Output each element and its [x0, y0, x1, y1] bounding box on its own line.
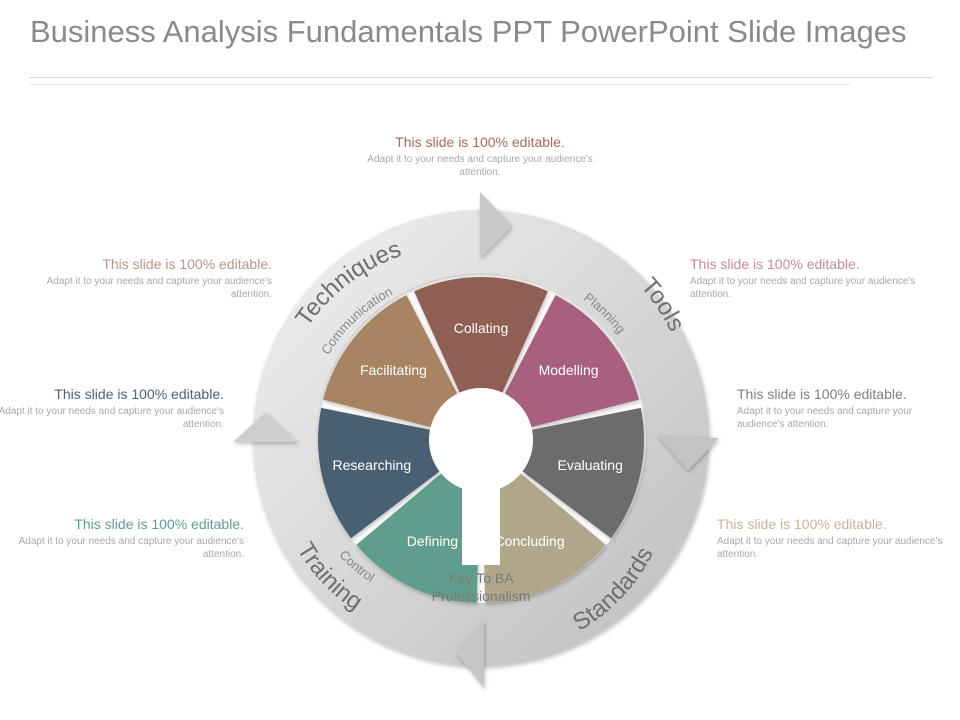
segment-label-modelling: Modelling [539, 362, 599, 378]
segment-label-defining: Defining [407, 533, 458, 549]
title-divider [30, 77, 932, 78]
callout-middle-left: This slide is 100% editable. Adapt it to… [0, 386, 224, 431]
segment-evaluating [522, 407, 644, 539]
slide-title: Business Analysis Fundamentals PPT Power… [30, 14, 907, 49]
process-ring [233, 192, 719, 688]
arrow-head-right [657, 435, 719, 470]
callout-lower-right-body: Adapt it to your needs and capture your … [717, 536, 943, 560]
arrow-head-top [480, 192, 512, 258]
arrow-head-bottom [456, 620, 484, 688]
callout-top-heading: This slide is 100% editable. [395, 134, 565, 150]
callout-upper-left-body: Adapt it to your needs and capture your … [46, 276, 272, 300]
arrow-head-left [233, 412, 298, 442]
callout-upper-right: This slide is 100% editable. Adapt it to… [690, 256, 940, 301]
callout-top-body: Adapt it to your needs and capture your … [367, 154, 593, 178]
title-divider-secondary [30, 84, 850, 85]
segment-modelling [504, 295, 639, 428]
callout-upper-left: This slide is 100% editable. Adapt it to… [22, 256, 272, 301]
callout-middle-right: This slide is 100% editable. Adapt it to… [737, 386, 952, 431]
segment-label-facilitating: Facilitating [360, 362, 427, 378]
callout-lower-left-body: Adapt it to your needs and capture your … [18, 536, 244, 560]
callout-lower-left: This slide is 100% editable. Adapt it to… [0, 516, 244, 561]
segment-concluding [482, 473, 606, 603]
center-keyhole [462, 455, 500, 565]
callout-upper-left-heading: This slide is 100% editable. [102, 256, 272, 272]
callout-upper-right-heading: This slide is 100% editable. [690, 256, 860, 272]
segment-label-collating: Collating [454, 320, 508, 336]
segment-defining [356, 473, 480, 603]
segment-facilitating [323, 295, 458, 428]
callout-lower-right: This slide is 100% editable. Adapt it to… [717, 516, 952, 561]
callout-lower-left-heading: This slide is 100% editable. [74, 516, 244, 532]
segment-collating [414, 277, 548, 393]
callout-middle-right-heading: This slide is 100% editable. [737, 386, 907, 402]
segment-label-researching: Researching [333, 457, 412, 473]
segment-researching [318, 407, 440, 539]
center-hole [429, 388, 533, 492]
segment-label-evaluating: Evaluating [557, 457, 622, 473]
callout-middle-left-body: Adapt it to your needs and capture your … [0, 406, 224, 430]
callout-middle-right-body: Adapt it to your needs and capture your … [737, 406, 913, 430]
center-label-line2: Professionalism [432, 588, 531, 604]
center-label-line1: Key To BA [448, 570, 514, 586]
callout-upper-right-body: Adapt it to your needs and capture your … [690, 276, 916, 300]
segment-label-concluding: Concluding [495, 533, 565, 549]
callout-middle-left-heading: This slide is 100% editable. [54, 386, 224, 402]
callout-top: This slide is 100% editable. Adapt it to… [355, 134, 605, 179]
callout-lower-right-heading: This slide is 100% editable. [717, 516, 887, 532]
